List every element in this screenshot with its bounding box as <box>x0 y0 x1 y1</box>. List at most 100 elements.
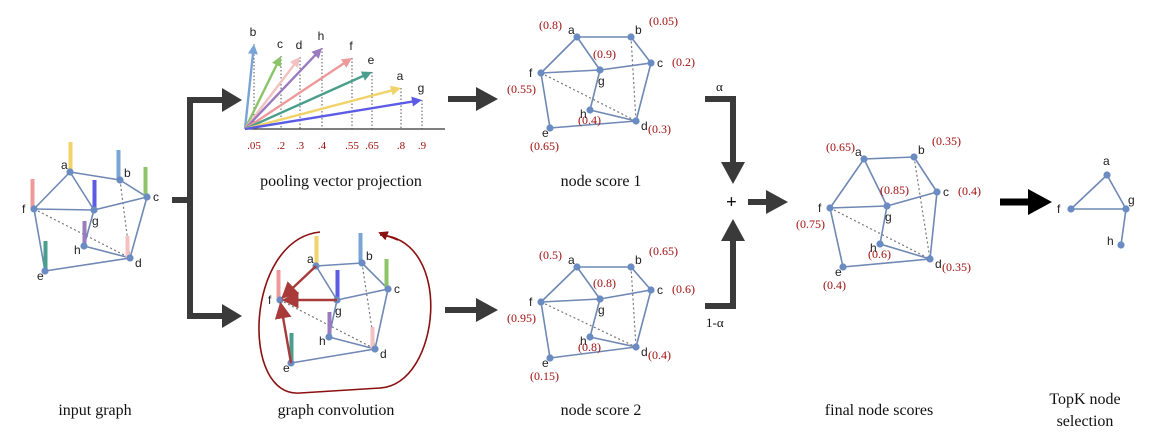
arrow-plus-to-final-head <box>766 190 788 214</box>
projection-tick-a: .8 <box>397 140 406 152</box>
score-h: (0.4) <box>578 113 601 127</box>
feature-bar-e <box>289 333 294 363</box>
dotted-edge-b-d <box>913 156 931 260</box>
caption-input-graph: input graph <box>58 402 131 419</box>
edge-f-g <box>540 298 601 303</box>
projection-tick-g: .9 <box>418 140 427 152</box>
dotted-edge-f-d <box>33 208 131 259</box>
node-label-d: d <box>935 257 942 271</box>
edge-e-d <box>290 348 376 364</box>
edge-a-f <box>540 266 578 303</box>
edge-g-c <box>336 288 389 301</box>
split-bracket-arrow-head-top <box>222 88 242 112</box>
feature-bar-f <box>30 179 35 209</box>
edge-h-d <box>83 245 131 259</box>
node-label-f: f <box>818 201 822 215</box>
node-label-e: e <box>542 356 549 370</box>
projection-vector-label-e: e <box>368 53 375 67</box>
edge-e-d <box>44 257 131 272</box>
arrow-score1-to-plus-head <box>721 162 745 184</box>
edge-f-e <box>33 208 46 272</box>
node-g <box>883 202 891 210</box>
node-label-g: g <box>598 303 605 317</box>
score-a: (0.8) <box>539 18 562 32</box>
node-c <box>647 59 655 67</box>
node-d <box>371 345 379 353</box>
split-bracket-lower <box>187 200 225 319</box>
projection-vector-head-g <box>411 96 422 107</box>
node-label-f: f <box>529 66 533 80</box>
projection-tick-d: .3 <box>296 140 305 152</box>
node-label-c: c <box>657 283 663 297</box>
edge-a-b <box>315 262 363 267</box>
score-a: (0.5) <box>539 248 562 262</box>
edge-g-c <box>599 289 652 300</box>
score-e: (0.65) <box>530 139 559 153</box>
caption-final-node-scores: final node scores <box>825 402 933 419</box>
node-g <box>596 66 604 74</box>
node-label-f: f <box>268 293 272 307</box>
edge-g-c <box>93 196 148 211</box>
projection-vector-label-f: f <box>349 39 353 53</box>
node-e <box>41 267 49 275</box>
feature-bar-h <box>327 312 332 337</box>
score-d: (0.35) <box>942 260 971 274</box>
edge-f-e <box>540 72 551 129</box>
node-label-g: g <box>335 304 342 318</box>
score-g: (0.8) <box>593 276 616 290</box>
node-label-a: a <box>568 253 575 267</box>
projection-vector-head-c <box>272 56 282 68</box>
caption-graph-convolution: graph convolution <box>278 402 395 419</box>
projection-vector-label-a: a <box>397 69 404 83</box>
node-a <box>66 168 74 176</box>
projection-vector-label-c: c <box>277 37 283 51</box>
feature-bar-a <box>314 236 319 266</box>
node-a <box>860 155 868 163</box>
feature-bar-a <box>68 142 73 172</box>
feature-bar-c <box>384 259 389 289</box>
edge-g-c <box>886 191 938 207</box>
edge-b-c <box>630 266 652 291</box>
node-f <box>276 296 284 304</box>
feature-bar-e <box>43 241 48 271</box>
topk-node-label-g: g <box>1128 193 1135 207</box>
node-e <box>839 263 847 271</box>
feature-bar-d <box>125 236 130 258</box>
node-label-e: e <box>37 269 44 283</box>
node-label-c: c <box>153 190 159 204</box>
edge-a-f <box>540 36 578 74</box>
projection-vector-head-e <box>360 71 372 81</box>
topk-edge-g-h <box>1120 208 1127 246</box>
node-label-f: f <box>529 295 533 309</box>
split-bracket-arrow-head-bottom <box>222 304 242 328</box>
node-e <box>546 354 554 362</box>
node-f <box>30 205 38 213</box>
score-c: (0.4) <box>958 184 981 198</box>
topk-node-label-h: h <box>1107 234 1114 248</box>
projection-vector-a <box>244 88 394 131</box>
projection-vector-head-b <box>247 44 258 55</box>
node-label-b: b <box>366 249 373 263</box>
node-label-c: c <box>657 56 663 70</box>
node-label-d: d <box>380 347 387 361</box>
node-label-h: h <box>870 241 877 255</box>
projection-vector-e <box>244 74 366 131</box>
node-d <box>632 343 640 351</box>
node-label-a: a <box>568 23 575 37</box>
node-label-c: c <box>943 185 949 199</box>
conv-message-e-to-f <box>274 301 293 364</box>
node-label-g: g <box>598 74 605 88</box>
score-b: (0.35) <box>932 134 961 148</box>
projection-vector-label-h: h <box>318 29 325 43</box>
edge-f-g <box>829 205 888 209</box>
conv-message-a-to-f <box>281 265 317 299</box>
one-minus-alpha-label: 1-α <box>706 315 724 330</box>
edge-c-d <box>635 62 652 122</box>
node-label-a: a <box>61 158 68 172</box>
projection-vector-h <box>244 52 318 130</box>
edge-c-d <box>635 289 652 348</box>
